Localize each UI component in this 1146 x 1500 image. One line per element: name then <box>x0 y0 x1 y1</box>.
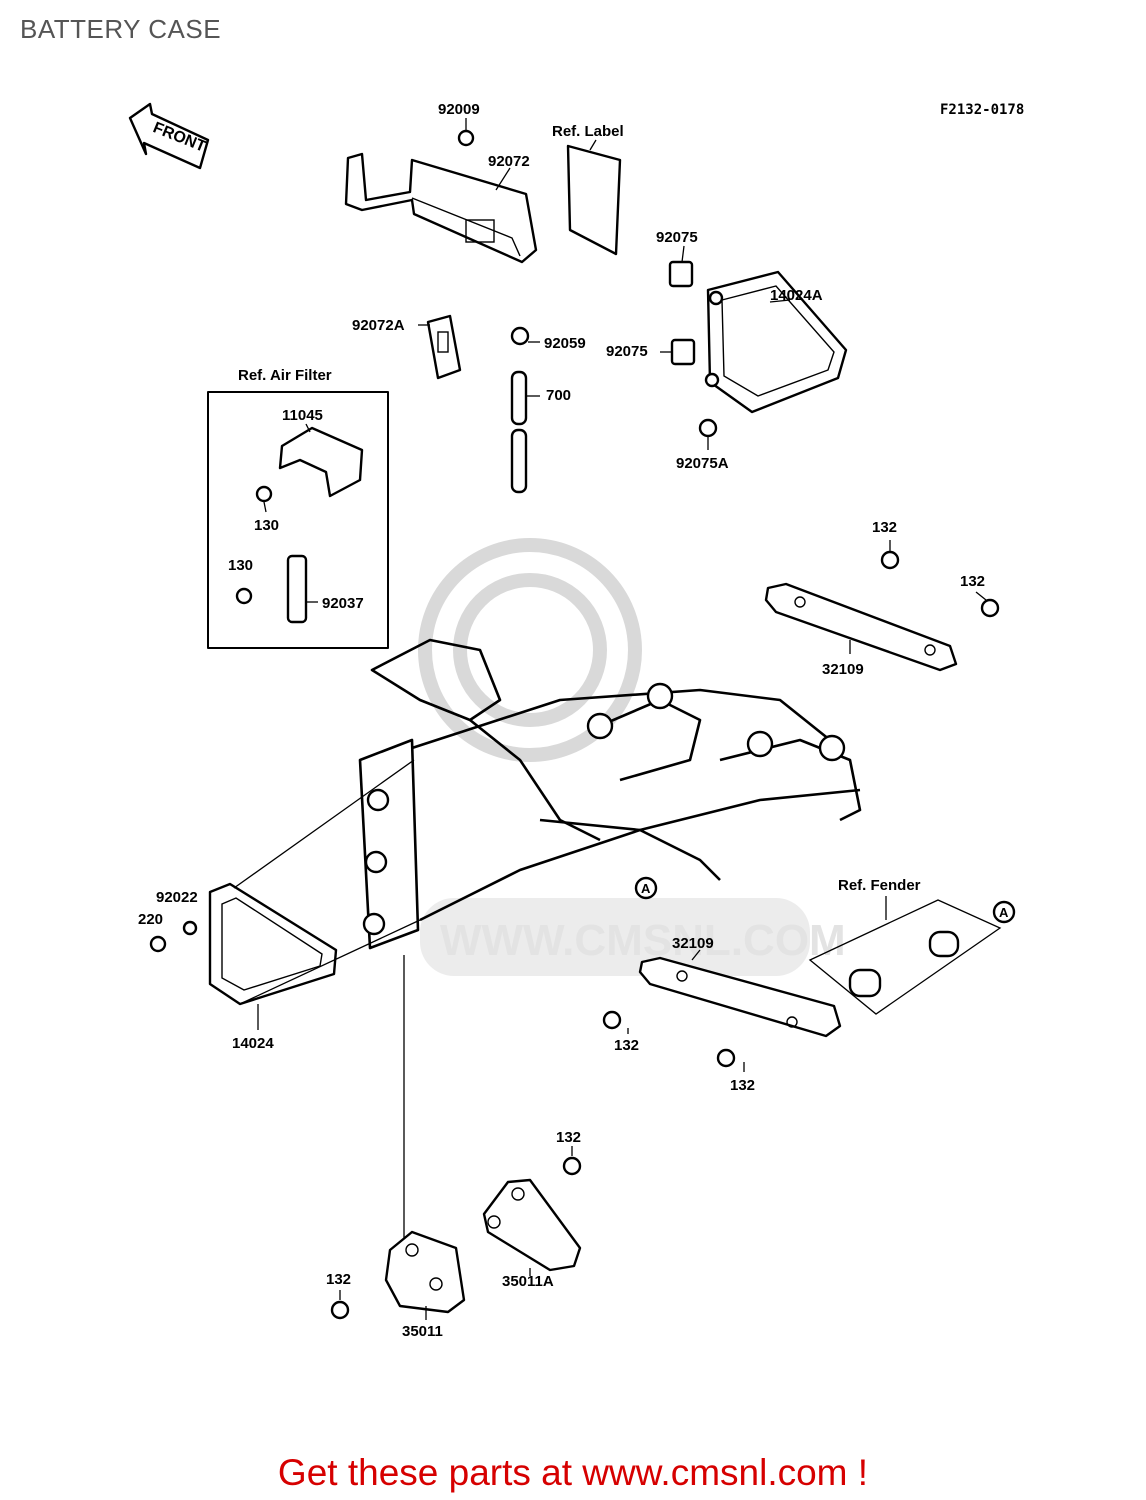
part-11045-bracket <box>278 426 364 498</box>
leader-lines <box>233 118 987 1320</box>
label-ref-air-filter: Ref. Air Filter <box>238 367 332 384</box>
part-130-bolt-icon <box>255 485 273 503</box>
label-132: 132 <box>556 1129 581 1146</box>
label-132: 132 <box>872 519 897 536</box>
marker-a-label: A <box>641 881 651 896</box>
label-ref-label: Ref. Label <box>552 123 624 140</box>
part-92075-clip-icon <box>668 260 694 288</box>
part-92037-strap <box>286 554 308 624</box>
part-132-bolt-icon <box>716 1048 736 1068</box>
marker-a-label: A <box>999 905 1009 920</box>
part-92075-clip-icon <box>670 338 696 366</box>
label-132: 132 <box>730 1077 755 1094</box>
label-92037: 92037 <box>322 595 364 612</box>
label-92072A: 92072A <box>352 317 405 334</box>
label-92009: 92009 <box>438 101 480 118</box>
part-35011-mount <box>384 1230 466 1314</box>
part-220-bolt-icon <box>149 935 167 953</box>
label-132: 132 <box>326 1271 351 1288</box>
label-92075A: 92075A <box>676 455 729 472</box>
label-32109: 32109 <box>822 661 864 678</box>
label-132: 132 <box>960 573 985 590</box>
part-132-bolt-icon <box>602 1010 622 1030</box>
ref-air-filter-box <box>207 391 389 649</box>
motorcycle-frame <box>358 638 862 1240</box>
part-35011A-mount <box>482 1178 582 1272</box>
label-132: 132 <box>614 1037 639 1054</box>
part-14024A-cover <box>704 270 848 414</box>
part-132-bolt-icon <box>330 1300 350 1320</box>
front-arrow-icon: FRONT <box>128 102 210 170</box>
label-92075: 92075 <box>656 229 698 246</box>
label-ref-fender: Ref. Fender <box>838 877 921 894</box>
ref-label-card <box>566 144 622 256</box>
part-92022-washer-icon <box>182 920 198 936</box>
ref-fender-box <box>808 899 1002 1015</box>
part-700-tube <box>510 370 528 426</box>
label-14024: 14024 <box>232 1035 274 1052</box>
label-130: 130 <box>254 517 279 534</box>
marker-a <box>634 876 658 900</box>
fender-grommet <box>848 968 882 998</box>
label-14024A: 14024A <box>770 287 823 304</box>
label-92075: 92075 <box>606 343 648 360</box>
drawing-code: F2132-0178 <box>940 102 1024 118</box>
page-title: BATTERY CASE <box>20 14 222 44</box>
part-32109-upper-bracket <box>764 582 958 672</box>
part-92075A-grommet-icon <box>698 418 718 438</box>
parts-diagram: WWW.CMSNL.COM F2132-0178 FRONT <box>128 101 1024 1340</box>
part-92009-bolt-icon <box>457 129 475 147</box>
part-132-bolt-icon <box>980 598 1000 618</box>
label-35011A: 35011A <box>502 1273 554 1290</box>
fender-grommet <box>928 930 960 958</box>
label-92059: 92059 <box>544 335 586 352</box>
label-220: 220 <box>138 911 163 928</box>
label-92022: 92022 <box>156 889 198 906</box>
part-92059-grommet-icon <box>510 326 530 346</box>
part-130-bolt-icon <box>235 587 253 605</box>
footer-link[interactable]: Get these parts at www.cmsnl.com ! <box>277 1452 869 1493</box>
part-132-bolt-icon <box>562 1156 582 1176</box>
watermark: WWW.CMSNL.COM <box>418 538 846 976</box>
label-130: 130 <box>228 557 253 574</box>
part-14024-cover <box>208 882 338 1006</box>
watermark-text: WWW.CMSNL.COM <box>440 916 846 965</box>
label-700: 700 <box>546 387 571 404</box>
part-132-bolt-icon <box>880 550 900 570</box>
marker-a <box>992 900 1016 924</box>
label-92072: 92072 <box>488 153 530 170</box>
label-35011: 35011 <box>402 1323 443 1340</box>
label-11045: 11045 <box>282 407 323 424</box>
part-92072A-plate <box>426 314 462 380</box>
part-92072-bracket <box>344 152 538 264</box>
label-32109: 32109 <box>672 935 714 952</box>
part-32109-lower-bracket <box>638 956 842 1038</box>
part-700-tube <box>510 428 528 494</box>
